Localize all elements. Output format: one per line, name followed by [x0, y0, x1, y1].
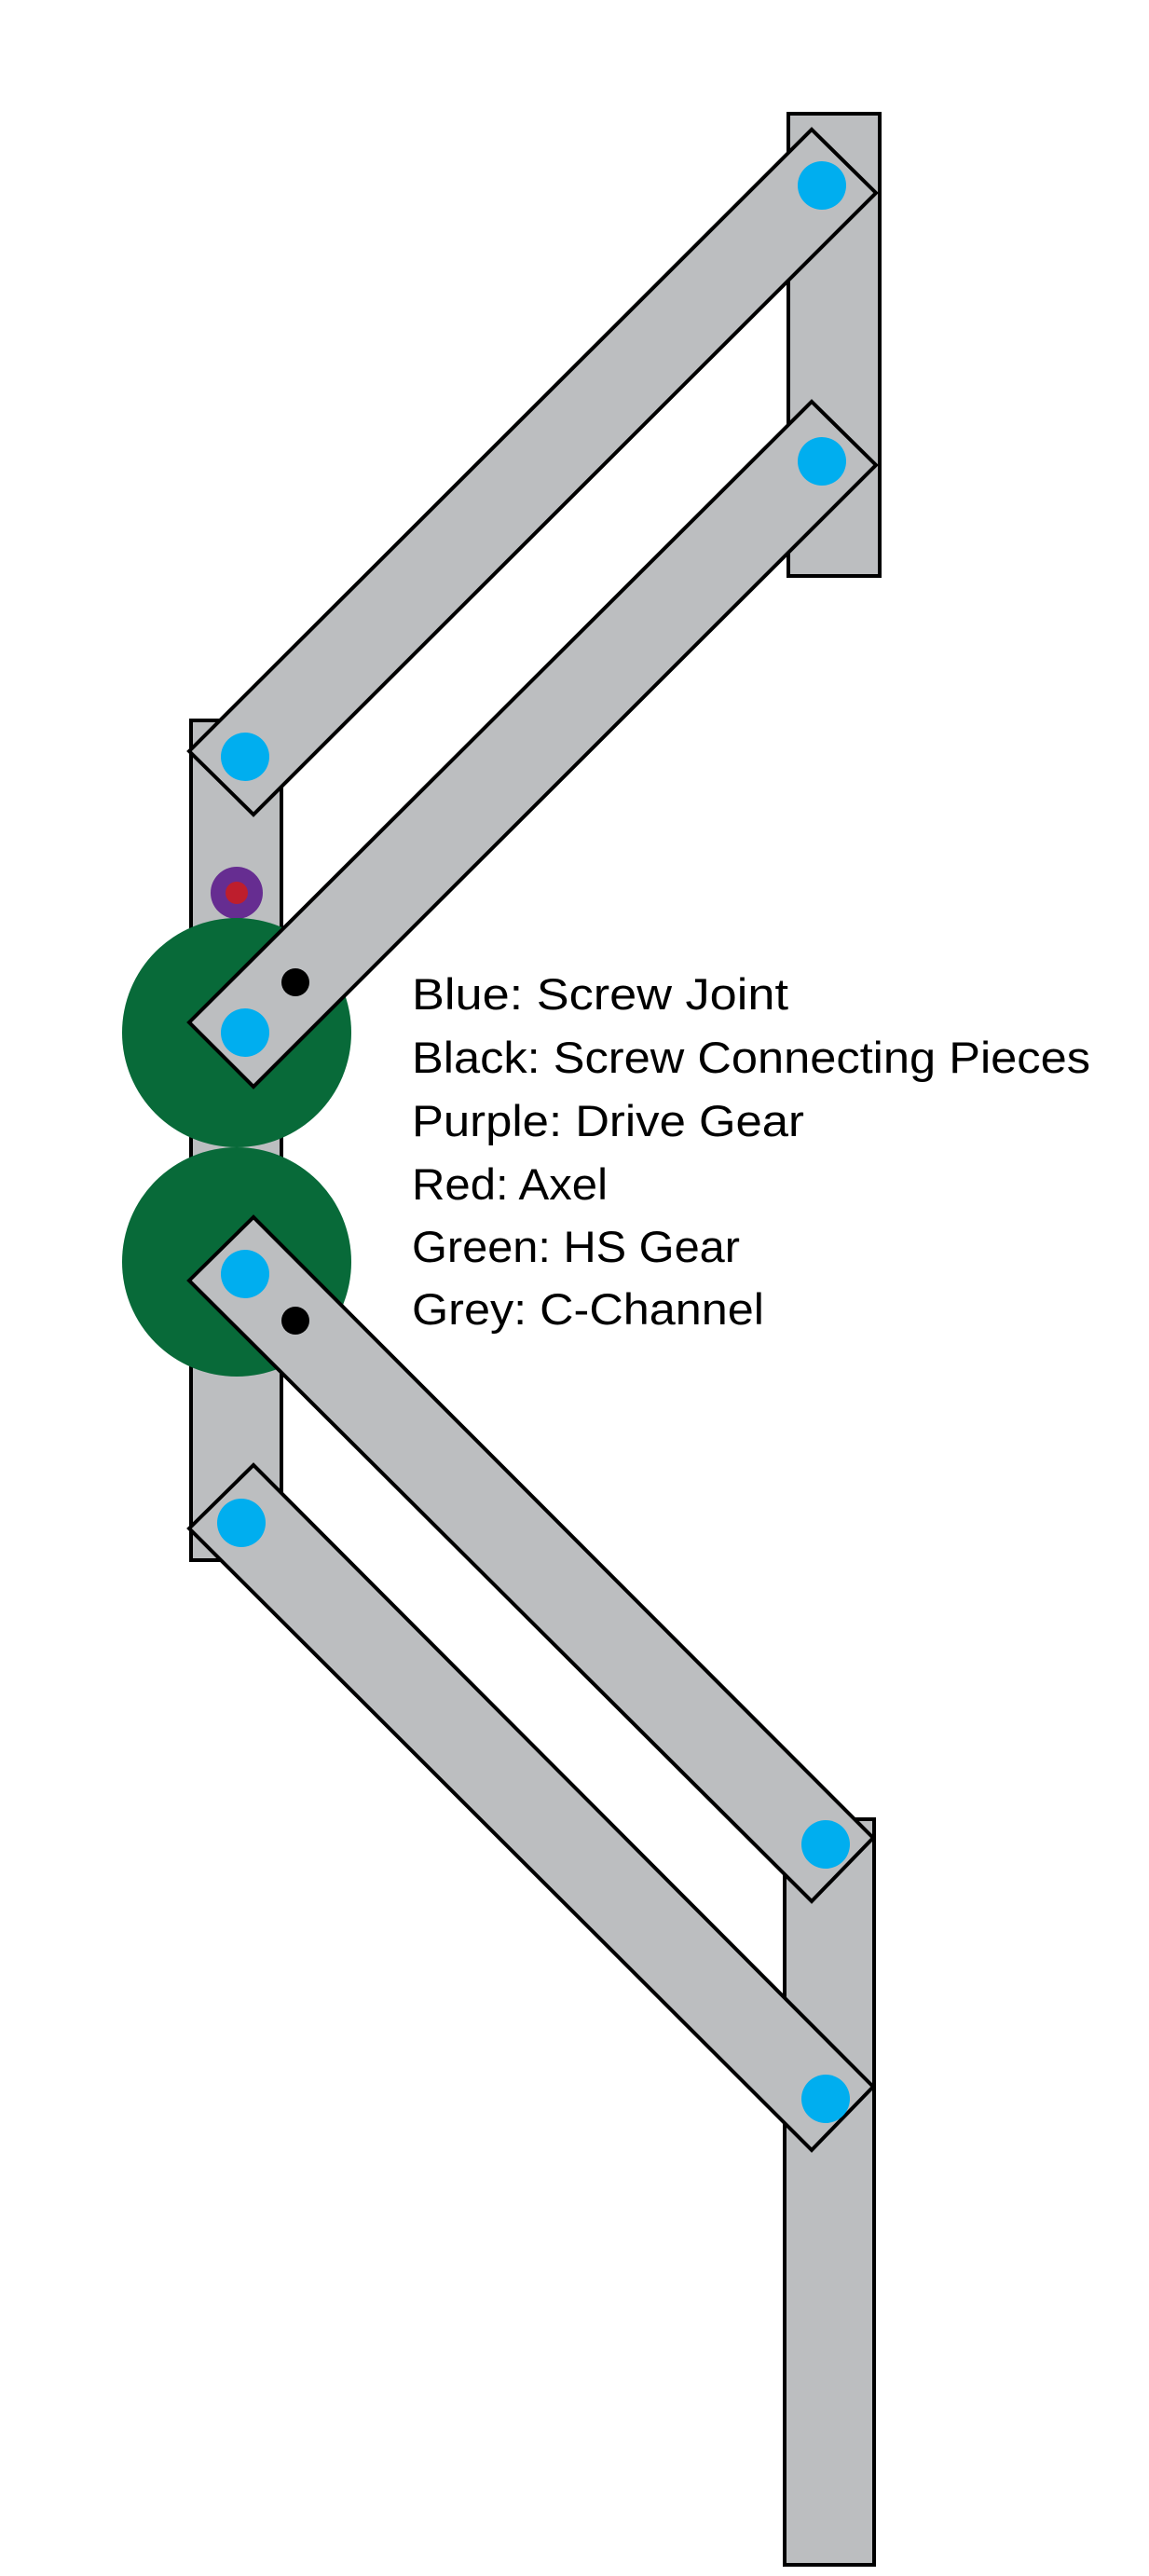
- arm-upper-2: [186, 399, 879, 1089]
- screw-joint: [221, 733, 269, 781]
- arm-lower-1: [186, 1214, 876, 1904]
- screw-joint: [801, 1820, 850, 1869]
- legend-item-green: Green: HS Gear: [412, 1222, 740, 1271]
- legend: Blue: Screw Joint Black: Screw Connectin…: [412, 969, 1090, 1334]
- connecting-screw: [281, 968, 309, 996]
- legend-item-black: Black: Screw Connecting Pieces: [412, 1033, 1090, 1082]
- arm-lower-2: [186, 1462, 876, 2153]
- screw-joint: [221, 1250, 269, 1298]
- legend-item-red: Red: Axel: [412, 1159, 608, 1209]
- arm-upper-1: [186, 127, 879, 817]
- screw-joint: [221, 1008, 269, 1057]
- connecting-screw: [281, 1307, 309, 1335]
- c-channel-bottom-right: [783, 1817, 876, 2567]
- legend-item-purple: Purple: Drive Gear: [412, 1096, 804, 1145]
- screw-joint: [217, 1499, 266, 1547]
- screw-joint: [798, 437, 846, 486]
- axel: [226, 882, 248, 904]
- legend-item-blue: Blue: Screw Joint: [412, 969, 788, 1019]
- legend-item-grey: Grey: C-Channel: [412, 1284, 764, 1334]
- screw-joint: [801, 2075, 850, 2123]
- screw-joint: [798, 161, 846, 210]
